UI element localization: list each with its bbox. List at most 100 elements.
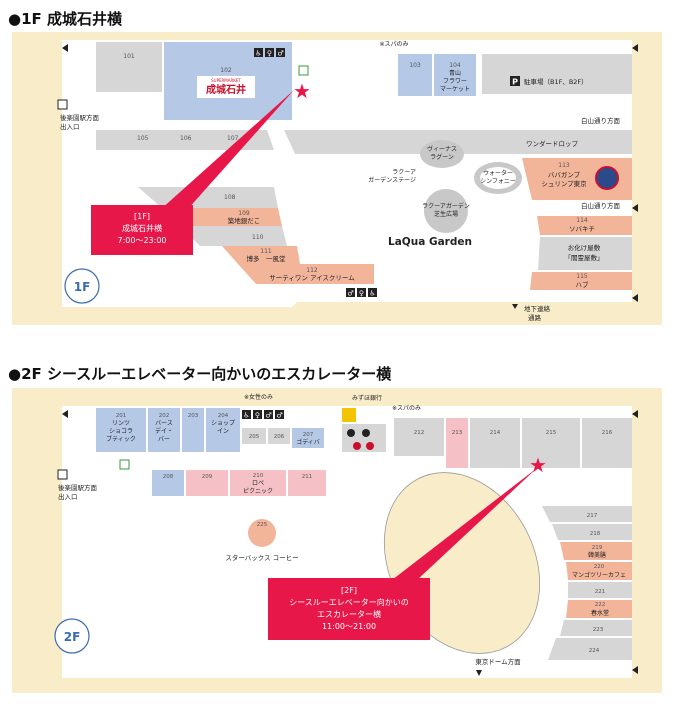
arrow-left-icon [632, 666, 638, 674]
shop-104-name-1: 青山 [449, 69, 461, 77]
lawn-label-1: ラクーアガーデン [422, 202, 470, 210]
restroom-icons: ♿ ♀ ♂ [254, 48, 285, 58]
shop-221[interactable] [568, 582, 632, 598]
shop-110-no: 110 [252, 234, 264, 241]
shop-202-name-2: デイ・ [155, 427, 173, 435]
shop-113-name-1: ババガンプ [548, 170, 581, 179]
arrow-left-icon [632, 44, 638, 52]
shop-213-no: 213 [452, 430, 463, 436]
service-block [342, 424, 386, 452]
shop-112-no: 112 [306, 267, 318, 274]
shop-212[interactable] [394, 418, 444, 456]
stage-label-1: ラクーア [392, 169, 416, 176]
floor1-callout: [1F] 成城石井横 7:00～23:00 [91, 205, 193, 255]
korakuen-exit-2f-1: 後楽園駅方面 [58, 483, 98, 492]
shop-210[interactable] [230, 470, 286, 496]
underground-label-1: 地下連絡 [524, 304, 551, 313]
station-exit-icon [57, 469, 68, 480]
laqua-garden-label: LaQua Garden [388, 236, 472, 248]
arrow-down-icon [512, 304, 518, 309]
svg-text:♂: ♂ [277, 50, 283, 58]
shop-101[interactable] [96, 42, 162, 92]
shop-113-name-2: シュリンプ東京 [541, 179, 587, 188]
shop-106-no: 106 [180, 135, 192, 142]
shop-211[interactable] [288, 470, 326, 496]
shop-216[interactable] [582, 418, 632, 468]
shop-222[interactable] [566, 600, 632, 618]
location-star-icon: ★ [529, 453, 547, 477]
arrow-left-icon [62, 44, 68, 52]
shop-206-no: 206 [274, 434, 285, 440]
haunted-house [538, 237, 632, 270]
spa-only-label: ※スパのみ [379, 41, 408, 48]
seijo-ishii-logo [197, 76, 255, 98]
svg-text:♂: ♂ [265, 412, 271, 420]
shop-209[interactable] [186, 470, 228, 496]
floor1-callout-line3: 7:00～23:00 [117, 236, 167, 245]
parking-area [482, 54, 632, 94]
shop-112-name: サーティワン アイスクリーム [269, 274, 355, 282]
wonder-drop-area [284, 130, 632, 154]
shop-218-no: 218 [590, 531, 601, 537]
korakuen-exit-2: 出入口 [60, 122, 80, 131]
shop-201-name-1: リンツ [112, 420, 130, 427]
shop-115[interactable] [530, 272, 632, 290]
shop-114[interactable] [537, 216, 632, 235]
shop-204[interactable] [206, 408, 240, 452]
shop-111[interactable] [222, 246, 300, 264]
shop-202-no: 202 [159, 413, 170, 419]
shop-225[interactable] [248, 519, 276, 547]
lawn-plaza [424, 189, 468, 233]
shop-203[interactable] [182, 408, 204, 452]
shop-210-name-2: ピクニック [243, 488, 273, 495]
shop-103-no: 103 [409, 62, 421, 69]
svg-text:P: P [512, 78, 518, 87]
shop-224[interactable] [548, 638, 632, 660]
shop-223[interactable] [560, 620, 632, 636]
shop-204-no: 204 [218, 413, 229, 419]
stage-label-2: ガーデンステージ [368, 176, 416, 184]
shop-221-no: 221 [595, 589, 606, 595]
shop-104[interactable] [434, 54, 476, 96]
shop-207[interactable] [292, 428, 324, 448]
shop-214-no: 214 [490, 430, 501, 436]
shop-219[interactable] [560, 542, 632, 560]
shop-103[interactable] [398, 54, 432, 96]
shop-114-no: 114 [576, 217, 588, 224]
shop-214[interactable] [470, 418, 520, 468]
shop-215[interactable] [522, 418, 580, 468]
haunted-label-2: 「闇霊屋敷」 [565, 253, 604, 262]
hakusan-label-2: 白山通り方面 [581, 201, 621, 210]
shop-110[interactable] [180, 226, 287, 246]
parking-label: 駐車場（B1F、B2F） [524, 77, 588, 86]
shop-208[interactable] [152, 470, 184, 496]
shop-202-name-1: バース [155, 420, 173, 427]
shop-115-no: 115 [576, 273, 588, 280]
shop-208-no: 208 [163, 474, 174, 480]
shop-112[interactable] [238, 264, 374, 284]
shop-220-name: マンゴツリーカフェ [572, 571, 626, 579]
shop-213[interactable] [446, 418, 468, 468]
floor1-badge-label: 1F [74, 280, 91, 294]
parking-icon [510, 76, 520, 86]
shop-111-name: 博多 一風堂 [247, 254, 287, 263]
underground-label-2: 通路 [528, 313, 542, 322]
shop-217[interactable] [542, 506, 632, 522]
svg-text:♀: ♀ [267, 50, 272, 58]
shop-210-name-1: ロペ [252, 480, 264, 487]
shop-202[interactable] [148, 408, 180, 452]
shop-202-name-3: バー [158, 436, 170, 443]
shop-206[interactable] [268, 428, 290, 444]
bubba-gump-logo [595, 166, 619, 190]
shop-220[interactable] [566, 562, 632, 580]
svg-text:♀: ♀ [359, 290, 364, 298]
floor2-callout: [2F] シースルーエレベーター向かいの エスカレーター横 11:00～21:0… [268, 578, 430, 640]
shop-205[interactable] [242, 428, 266, 444]
shop-203-no: 203 [188, 413, 199, 419]
shop-105-107-row [96, 130, 274, 150]
shop-209-no: 209 [202, 474, 213, 480]
shop-220-no: 220 [594, 564, 605, 570]
shop-218[interactable] [552, 524, 632, 540]
shop-201[interactable] [96, 408, 146, 452]
starbucks-label: スターバックス コーヒー [225, 553, 298, 562]
